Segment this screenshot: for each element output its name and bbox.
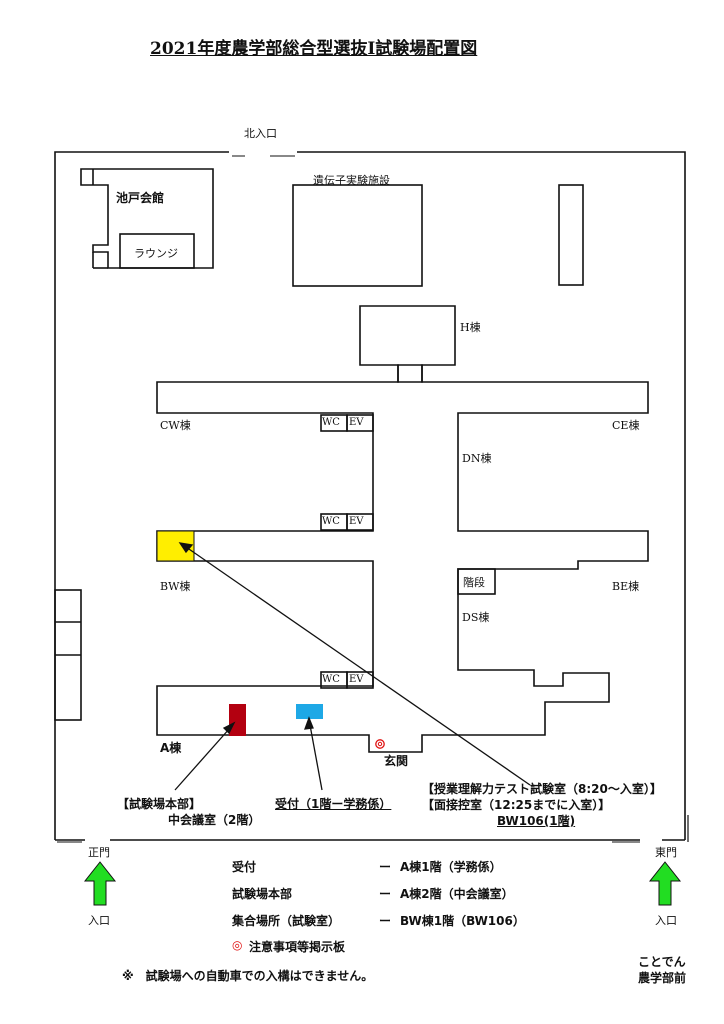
ce-building-label: CE棟 (612, 419, 640, 432)
wc-label-3: WC (322, 674, 340, 685)
legend-value-1: A棟1階（学務係） (400, 860, 502, 874)
legend-name-3: 集合場所（試験室） (232, 914, 341, 928)
ev-label-3: EV (349, 674, 364, 685)
gene-facility-label: 遺伝子実験施設 (313, 174, 390, 187)
boundary-east (297, 151, 686, 840)
h-building-label: H棟 (460, 321, 481, 334)
exam-callout-title: 【授業理解力テスト試験室（8:20～入室）】 (422, 782, 662, 796)
legend-value-2: A棟2階（中会議室） (400, 887, 514, 901)
bus-stop-line2: 農学部前 (638, 971, 687, 985)
reception-pointer-arrowhead (304, 716, 314, 730)
stairs-room (457, 568, 496, 595)
east-small-building (558, 184, 584, 286)
entrance-hall-label: 玄関 (384, 754, 409, 768)
east-gate-entry-label: 入口 (655, 914, 677, 927)
wc-label-2: WC (322, 516, 340, 527)
hq-callout-title: 【試験場本部】 (117, 797, 202, 811)
east-gate-arrow-icon (648, 861, 682, 906)
notice-board-icon (375, 739, 385, 749)
bw-building-label: BW棟 (160, 580, 191, 593)
main-gate-entry-label: 入口 (88, 914, 110, 927)
hq-callout-location: 中会議室（2階） (168, 813, 261, 827)
ev-room-1 (346, 414, 374, 432)
be-building-label: BE棟 (612, 580, 640, 593)
legend-dash-3: ー (379, 914, 392, 928)
stairs-label: 階段 (463, 576, 485, 589)
lounge-room (119, 233, 195, 269)
wc-label-1: WC (322, 417, 340, 428)
main-complex-building (156, 364, 649, 753)
a-building-label: A棟 (160, 741, 182, 755)
waiting-callout-title: 【面接控室（12:25までに入室）】 (422, 798, 611, 812)
hq-pointer-arrowhead (222, 721, 236, 735)
main-gate-label: 正門 (88, 846, 110, 859)
ikedo-hall-label: 池戸会館 (116, 191, 165, 205)
notice-text: 注意事項等掲示板 (249, 940, 346, 954)
legend-name-2: 試験場本部 (232, 887, 293, 901)
exam-callout-room: BW106(1階) (497, 814, 576, 828)
cw-building-label: CW棟 (160, 419, 191, 432)
legend-name-1: 受付 (232, 860, 257, 874)
notice-mark-icon: ◎ (232, 938, 243, 952)
ev-label-2: EV (349, 516, 364, 527)
exam-pointer-line (185, 546, 531, 786)
lounge-label: ラウンジ (134, 247, 178, 260)
exam-pointer-arrowhead (178, 542, 194, 554)
hq-pointer-line (174, 727, 231, 791)
reception-callout: 受付（1階ー学務係） (275, 797, 392, 811)
bus-stop-line1: ことでん (638, 955, 686, 969)
ds-building-label: DS棟 (462, 611, 490, 624)
ikedo-hall-building (80, 168, 214, 269)
north-entrance-label: 北入口 (244, 127, 277, 140)
legend-dash-1: ー (379, 860, 392, 874)
legend-dash-2: ー (379, 887, 392, 901)
dn-building-label: DN棟 (462, 452, 492, 465)
h-building (359, 305, 456, 383)
gene-facility-building (292, 184, 423, 287)
ev-room-2 (346, 513, 374, 531)
ev-room-3 (346, 671, 374, 689)
ev-label-1: EV (349, 417, 364, 428)
reception-room (296, 704, 323, 719)
reception-pointer-line (309, 724, 323, 791)
page-title: 2021年度農学部総合型選抜Ⅰ試験場配置図 (150, 39, 478, 59)
east-gate-label: 東門 (655, 846, 677, 859)
legend-value-3: BW棟1階（BW106） (400, 914, 525, 928)
hq-meeting-room (229, 704, 246, 736)
footnote: ※ 試験場への自動車での入構はできません。 (122, 969, 374, 983)
main-gate-arrow-icon (83, 861, 117, 906)
